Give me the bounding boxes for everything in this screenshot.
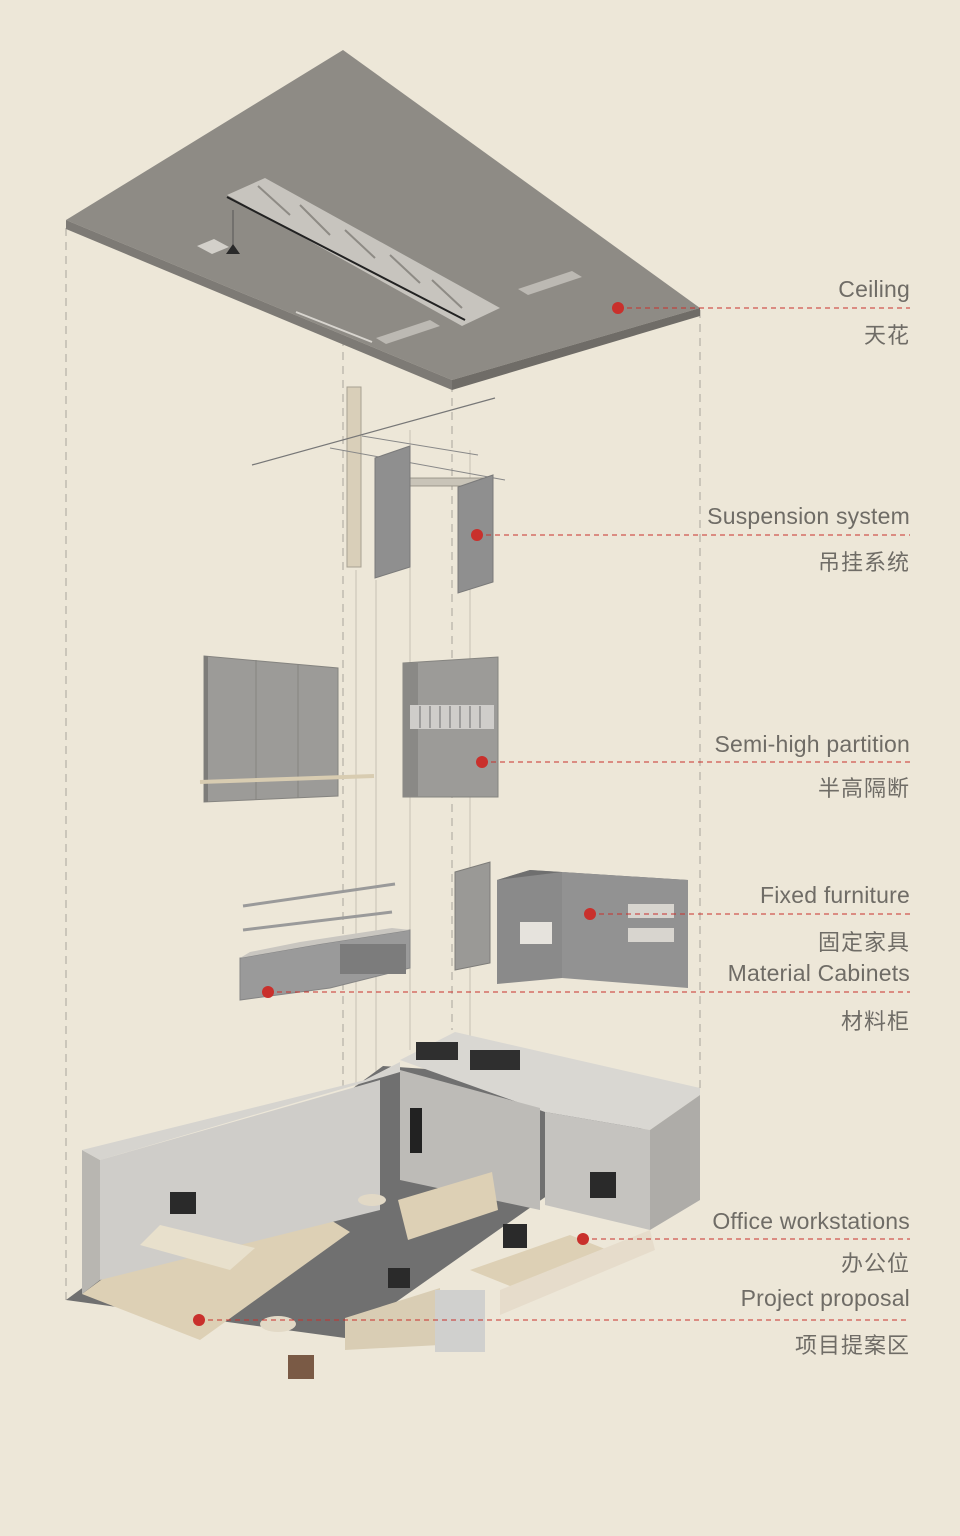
office-workstations-marker: [577, 1233, 589, 1245]
leader-dots: [193, 302, 624, 1326]
material-cabinets-label-cn: 材料柜: [840, 1010, 910, 1035]
fixed-furniture: [454, 861, 688, 988]
office-workstations-label-cn: 办公位: [840, 1252, 910, 1277]
partition-label-cn: 半高隔断: [817, 777, 910, 802]
office-workstations-label-en: Office workstations: [712, 1208, 910, 1234]
suspension-label-cn: 吊挂系统: [817, 551, 910, 576]
suspension-marker: [471, 529, 483, 541]
ceiling-label-en: Ceiling: [838, 276, 910, 302]
suspension-system: [251, 386, 506, 594]
partition-marker: [476, 756, 488, 768]
semi-high-partition: [199, 655, 499, 803]
suspension-label-en: Suspension system: [707, 503, 910, 529]
project-proposal-label-en: Project proposal: [740, 1285, 910, 1311]
ceiling-marker: [612, 302, 624, 314]
material-cabinets-marker: [262, 986, 274, 998]
project-proposal-label-cn: 项目提案区: [794, 1334, 910, 1359]
ceiling-slab: [66, 50, 700, 390]
fixed-furniture-marker: [584, 908, 596, 920]
leader-lines: [199, 307, 910, 1321]
fixed-furniture-label-en: Fixed furniture: [759, 882, 910, 908]
fixed-furniture-label-cn: 固定家具: [817, 931, 910, 956]
ceiling-label-cn: 天花: [863, 324, 910, 349]
material-cabinets-label-en: Material Cabinets: [727, 960, 910, 986]
material-cabinets: [239, 882, 411, 1001]
partition-label-en: Semi-high partition: [714, 731, 910, 757]
office-floor-plan: [66, 1032, 700, 1379]
project-proposal-marker: [193, 1314, 205, 1326]
